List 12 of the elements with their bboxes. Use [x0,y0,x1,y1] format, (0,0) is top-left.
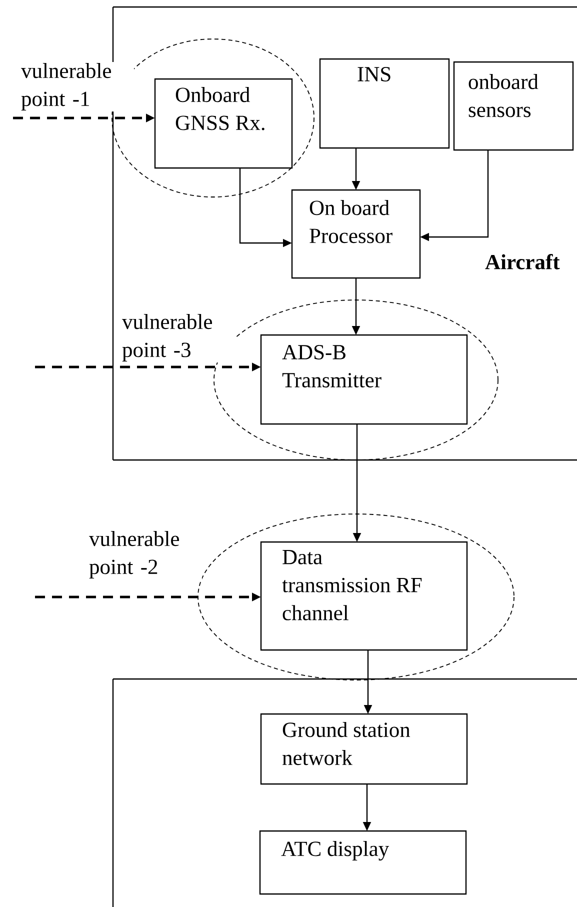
edge-label: vulnerable point -2 [88,530,202,580]
process-box: Ground station network [260,713,468,785]
process-box: Onboard GNSS Rx. [154,78,293,169]
process-box: On board Processor [291,189,421,279]
system-frame [112,678,577,907]
process-box: INS [319,58,450,149]
process-box: onboard sensors [453,61,574,151]
edge-label: vulnerable point -3 [121,313,235,362]
process-box: ATC display [259,830,467,895]
process-box: ADS-B Transmitter [260,334,468,425]
process-box: Data transmission RF channel [260,541,468,651]
edge-label: vulnerable point -1 [20,62,134,112]
